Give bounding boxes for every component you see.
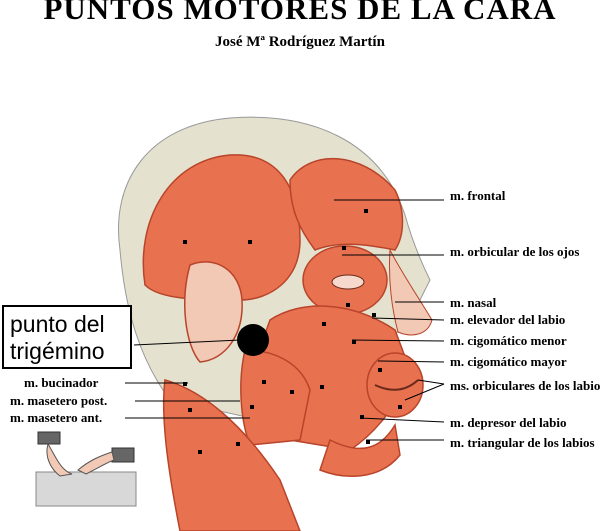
- motor-point: [188, 408, 192, 412]
- label-orbicular-ojos: m. orbicular de los ojos: [450, 244, 580, 259]
- motor-point: [366, 440, 370, 444]
- motor-point: [248, 240, 252, 244]
- chin-shape: [319, 422, 401, 477]
- page-title: PUNTOS MOTORES DE LA CARA: [43, 0, 557, 26]
- table-block: [35, 471, 137, 507]
- label-nasal: m. nasal: [450, 295, 497, 310]
- label-elevador-labio: m. elevador del labio: [450, 312, 566, 327]
- masseter-muscle: [240, 349, 311, 446]
- motor-point: [236, 442, 240, 446]
- label-depresor-labio: m. depresor del labio: [450, 415, 567, 430]
- frontal-muscle: [289, 158, 404, 251]
- motor-point: [262, 380, 266, 384]
- eye-shape: [331, 274, 365, 290]
- sleeve-left: [37, 431, 61, 445]
- motor-point: [372, 313, 376, 317]
- motor-point: [183, 382, 187, 386]
- label-masetero-post: m. masetero post.: [10, 393, 108, 408]
- callout-line2: trigémino: [10, 338, 105, 364]
- author-name: José Mª Rodríguez Martín: [215, 34, 385, 50]
- hand-left: [46, 442, 73, 477]
- motor-point: [183, 240, 187, 244]
- sleeve-right: [111, 447, 135, 463]
- ear-shape: [184, 261, 243, 363]
- motor-point: [250, 405, 254, 409]
- nose-shape: [388, 248, 433, 336]
- label-masetero-ant: m. masetero ant.: [10, 410, 103, 425]
- label-cigomatico-menor: m. cigomático menor: [450, 333, 567, 348]
- label-orbiculares-labios: ms. orbiculares de los labios: [450, 378, 600, 393]
- motor-point: [378, 368, 382, 372]
- motor-point: [198, 450, 202, 454]
- label-triangular-labios: m. triangular de los labios: [450, 435, 595, 450]
- motor-point: [342, 246, 346, 250]
- hand-right: [77, 451, 115, 475]
- label-frontal: m. frontal: [450, 188, 506, 203]
- motor-point: [364, 209, 368, 213]
- motor-point: [398, 405, 402, 409]
- label-bucinador: m. bucinador: [24, 375, 99, 390]
- motor-point: [352, 340, 356, 344]
- mouth-line: [374, 379, 419, 391]
- callout-line1: punto del: [10, 311, 105, 337]
- trigeminal-callout: punto del trigémino: [2, 305, 132, 369]
- leader-lines: [125, 199, 445, 441]
- motor-point: [322, 322, 326, 326]
- hand-illustration: [35, 431, 137, 507]
- motor-point: [320, 385, 324, 389]
- motor-point: [290, 390, 294, 394]
- motor-point: [346, 303, 350, 307]
- motor-points: [183, 209, 402, 454]
- motor-point: [360, 415, 364, 419]
- label-cigomatico-mayor: m. cigomático mayor: [450, 354, 567, 369]
- trigeminal-point: [237, 324, 269, 356]
